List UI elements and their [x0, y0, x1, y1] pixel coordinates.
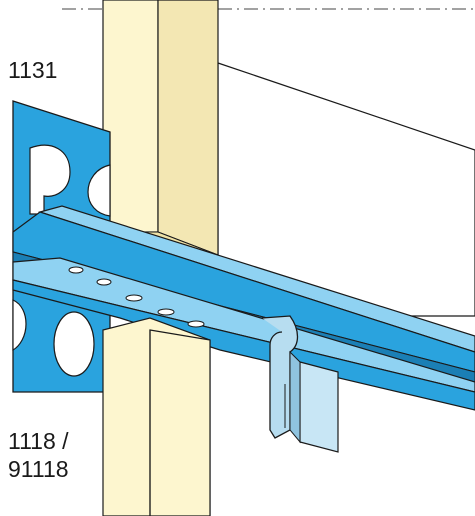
hanging-clip [261, 315, 339, 453]
bracket-keyhole-cutout [29, 144, 71, 215]
profile-label-line2: 91118 [8, 456, 69, 482]
rail-slot [187, 320, 205, 328]
rail-slot [157, 308, 175, 316]
bracket-round-cutout [53, 311, 95, 377]
rail-slot [68, 266, 84, 274]
rail-slot-holes [68, 266, 205, 328]
rail-slot [96, 278, 112, 286]
rail-slot [125, 294, 143, 302]
upper-post [102, 0, 219, 256]
profile-label-line1: 1118 / [8, 428, 69, 454]
profile-label-1118-91118: 1118 / 91118 [8, 427, 69, 483]
profile-label-1131: 1131 [8, 57, 58, 83]
lower-rail [12, 257, 475, 411]
bracket-upper-arc-cutout [87, 164, 111, 217]
lower-post [102, 317, 211, 516]
